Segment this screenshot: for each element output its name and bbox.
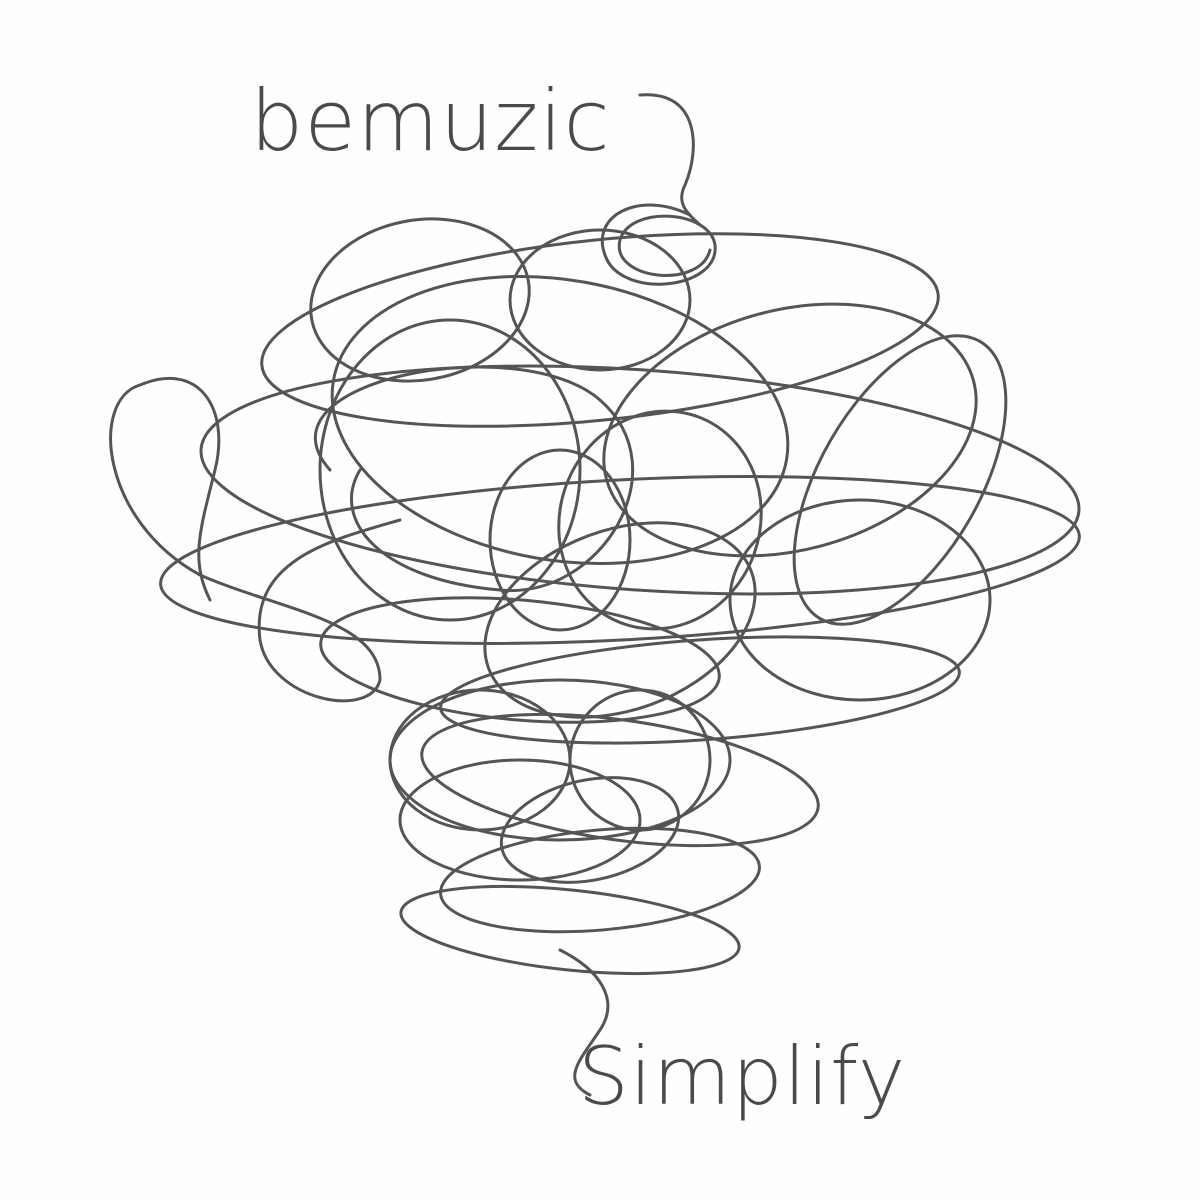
album-title: Simplify — [578, 1030, 907, 1123]
tangled-line — [109, 93, 1081, 1097]
artist-name: bemuzic — [250, 72, 611, 170]
